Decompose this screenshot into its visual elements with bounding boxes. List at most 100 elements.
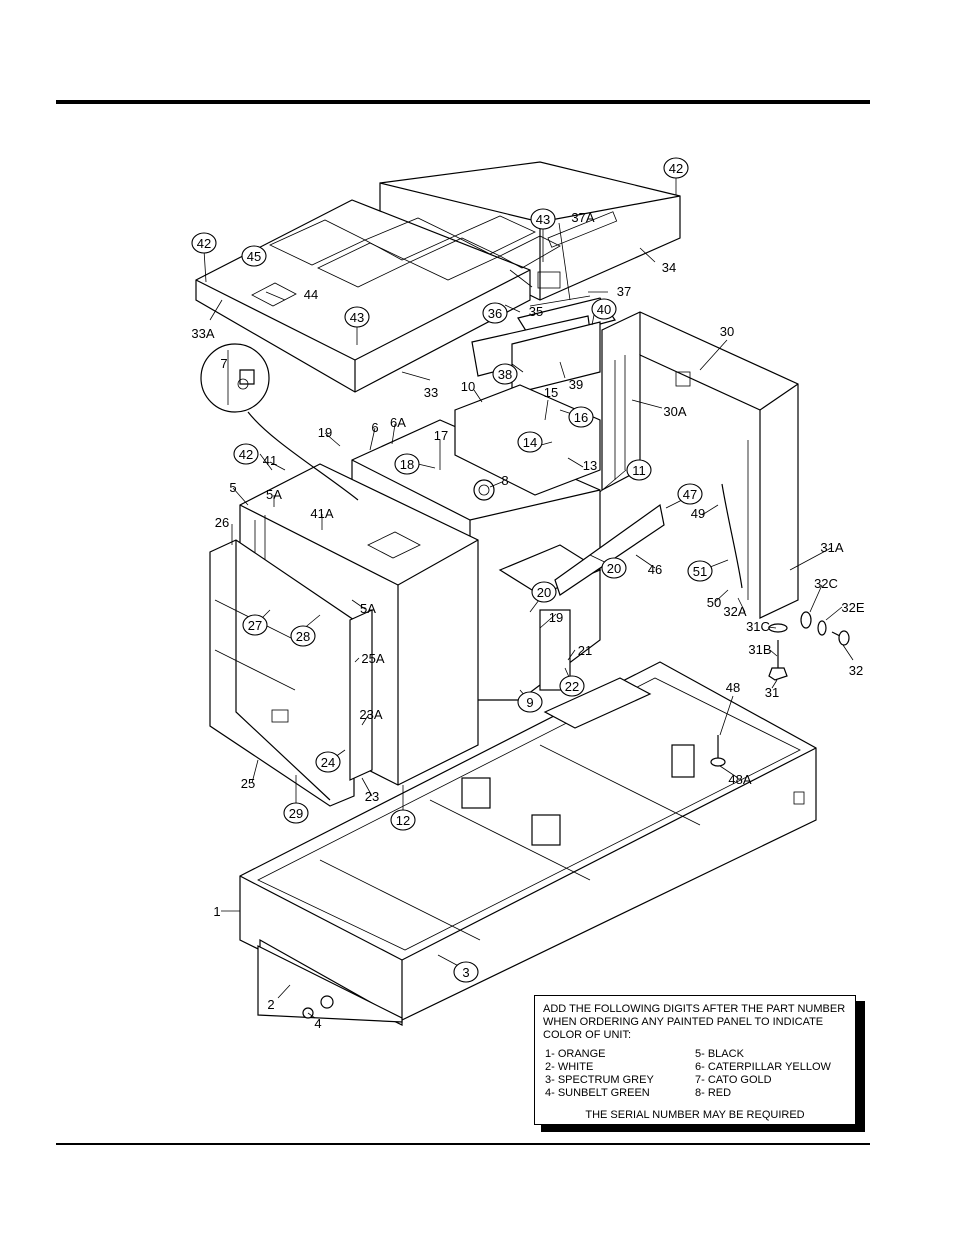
- callout-19: 19: [318, 425, 332, 440]
- callout-29: 29: [289, 806, 303, 821]
- callout-34: 34: [662, 260, 676, 275]
- callout-46: 46: [648, 562, 662, 577]
- callout-20: 20: [607, 561, 621, 576]
- top-rule: [56, 100, 870, 104]
- callout-15: 15: [544, 385, 558, 400]
- callout-18: 18: [400, 457, 414, 472]
- callout-42: 42: [239, 447, 253, 462]
- color-list-right: 5- BLACK 6- CATERPILLAR YELLOW 7- CATO G…: [695, 1048, 831, 1100]
- callout-41: 41: [263, 453, 277, 468]
- color-item: 7- CATO GOLD: [695, 1074, 772, 1086]
- callout-33: 33: [424, 385, 438, 400]
- hardware-bolt-31: [768, 623, 788, 681]
- callout-32E: 32E: [841, 600, 864, 615]
- bottom-rule: [56, 1143, 870, 1145]
- hardware-bolt-32: [800, 611, 850, 646]
- callout-32: 32: [849, 663, 863, 678]
- detail-view-7: [200, 343, 359, 501]
- callout-14: 14: [523, 435, 537, 450]
- callout-30: 30: [720, 324, 734, 339]
- callout-1: 1: [213, 904, 220, 919]
- callout-51: 51: [693, 564, 707, 579]
- callout-43: 43: [350, 310, 364, 325]
- cable-49: [721, 483, 743, 589]
- callout-47: 47: [683, 487, 697, 502]
- callout-31C: 31C: [746, 619, 770, 634]
- color-item: 1- ORANGE: [545, 1048, 606, 1060]
- callout-6A: 6A: [390, 415, 406, 430]
- hardware-bolt-48: [710, 735, 726, 767]
- callout-5A: 5A: [360, 601, 376, 616]
- callout-13: 13: [583, 458, 597, 473]
- callout-38: 38: [498, 367, 512, 382]
- callout-48A: 48A: [728, 772, 751, 787]
- callout-7: 7: [220, 356, 227, 371]
- shroud-assembly: [471, 295, 616, 395]
- color-item: 5- BLACK: [695, 1048, 744, 1060]
- color-item: 4- SUNBELT GREEN: [545, 1087, 650, 1099]
- callout-labels: 42 43 37A 34 37 42 45 44 33A 43 33 35 36…: [191, 161, 864, 1031]
- rear-frame: [601, 311, 799, 619]
- callout-41A: 41A: [310, 506, 333, 521]
- color-item: 6- CATERPILLAR YELLOW: [695, 1061, 831, 1073]
- color-item: 3- SPECTRUM GREY: [545, 1074, 654, 1086]
- callout-2: 2: [267, 997, 274, 1012]
- callout-39: 39: [569, 377, 583, 392]
- callout-45: 45: [247, 249, 261, 264]
- callout-9: 9: [526, 695, 533, 710]
- callout-22: 22: [565, 679, 579, 694]
- callout-40: 40: [597, 302, 611, 317]
- callout-4: 4: [314, 1016, 321, 1031]
- callout-36: 36: [488, 306, 502, 321]
- callout-44: 44: [304, 287, 318, 302]
- callout-21: 21: [578, 643, 592, 658]
- callout-8: 8: [501, 473, 508, 488]
- top-cover-left: [195, 199, 561, 393]
- callout-23: 23: [365, 789, 379, 804]
- side-panel-23: [349, 609, 373, 781]
- note-footer: THE SERIAL NUMBER MAY BE REQUIRED: [585, 1109, 805, 1121]
- callout-20: 20: [537, 585, 551, 600]
- callout-42: 42: [669, 161, 683, 176]
- callout-26: 26: [215, 515, 229, 530]
- callout-17: 17: [434, 428, 448, 443]
- callout-31A: 31A: [820, 540, 843, 555]
- callout-37: 37: [617, 284, 631, 299]
- callout-31: 31: [765, 685, 779, 700]
- color-list-left: 1- ORANGE 2- WHITE 3- SPECTRUM GREY 4- S…: [545, 1048, 654, 1100]
- callout-6: 6: [371, 420, 378, 435]
- color-code-note: ADD THE FOLLOWING DIGITS AFTER THE PART …: [534, 995, 856, 1125]
- callout-43: 43: [536, 212, 550, 227]
- note-header: ADD THE FOLLOWING DIGITS AFTER THE PART …: [543, 1003, 846, 1041]
- callout-5: 5: [229, 480, 236, 495]
- callout-32C: 32C: [814, 576, 838, 591]
- callout-11: 11: [632, 463, 646, 478]
- callout-12: 12: [396, 813, 410, 828]
- callout-33A: 33A: [191, 326, 214, 341]
- callout-35: 35: [529, 304, 543, 319]
- callout-16: 16: [574, 410, 588, 425]
- color-item: 8- RED: [695, 1087, 732, 1099]
- callout-5A: 5A: [266, 487, 282, 502]
- callout-50: 50: [707, 595, 721, 610]
- callout-49: 49: [691, 506, 705, 521]
- base-frame: [239, 661, 817, 1026]
- callout-32A: 32A: [723, 604, 746, 619]
- bracket-46: [554, 503, 665, 596]
- color-item: 2- WHITE: [545, 1061, 594, 1073]
- callout-24: 24: [321, 755, 335, 770]
- hardware-fitting-2-4: [302, 995, 334, 1019]
- callout-27: 27: [248, 618, 262, 633]
- callout-23A: 23A: [359, 707, 382, 722]
- callout-3: 3: [462, 965, 469, 980]
- callout-19: 19: [549, 610, 563, 625]
- callout-30A: 30A: [663, 404, 686, 419]
- door-panel: [209, 539, 355, 807]
- callout-25: 25: [241, 776, 255, 791]
- callout-42: 42: [197, 236, 211, 251]
- callout-28: 28: [296, 629, 310, 644]
- callout-25A: 25A: [361, 651, 384, 666]
- callout-48: 48: [726, 680, 740, 695]
- callout-10: 10: [461, 379, 475, 394]
